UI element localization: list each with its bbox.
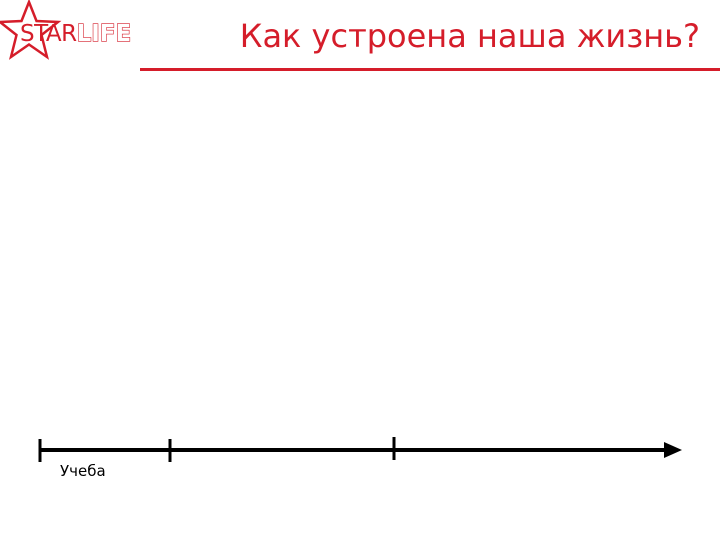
star-outline-icon <box>0 0 62 60</box>
logo: STARLIFE <box>0 0 140 70</box>
timeline-stage-label: Учеба <box>60 462 106 480</box>
logo-star-shape <box>0 0 62 60</box>
logo-wordmark: STARLIFE <box>20 20 132 48</box>
header-divider <box>140 68 720 71</box>
logo-life-text: LIFE <box>76 20 132 47</box>
arrowhead-right-icon <box>664 442 682 458</box>
logo-star-text: STAR <box>20 21 77 47</box>
page-title: Как устроена наша жизнь? <box>239 17 700 55</box>
timeline <box>38 437 682 462</box>
